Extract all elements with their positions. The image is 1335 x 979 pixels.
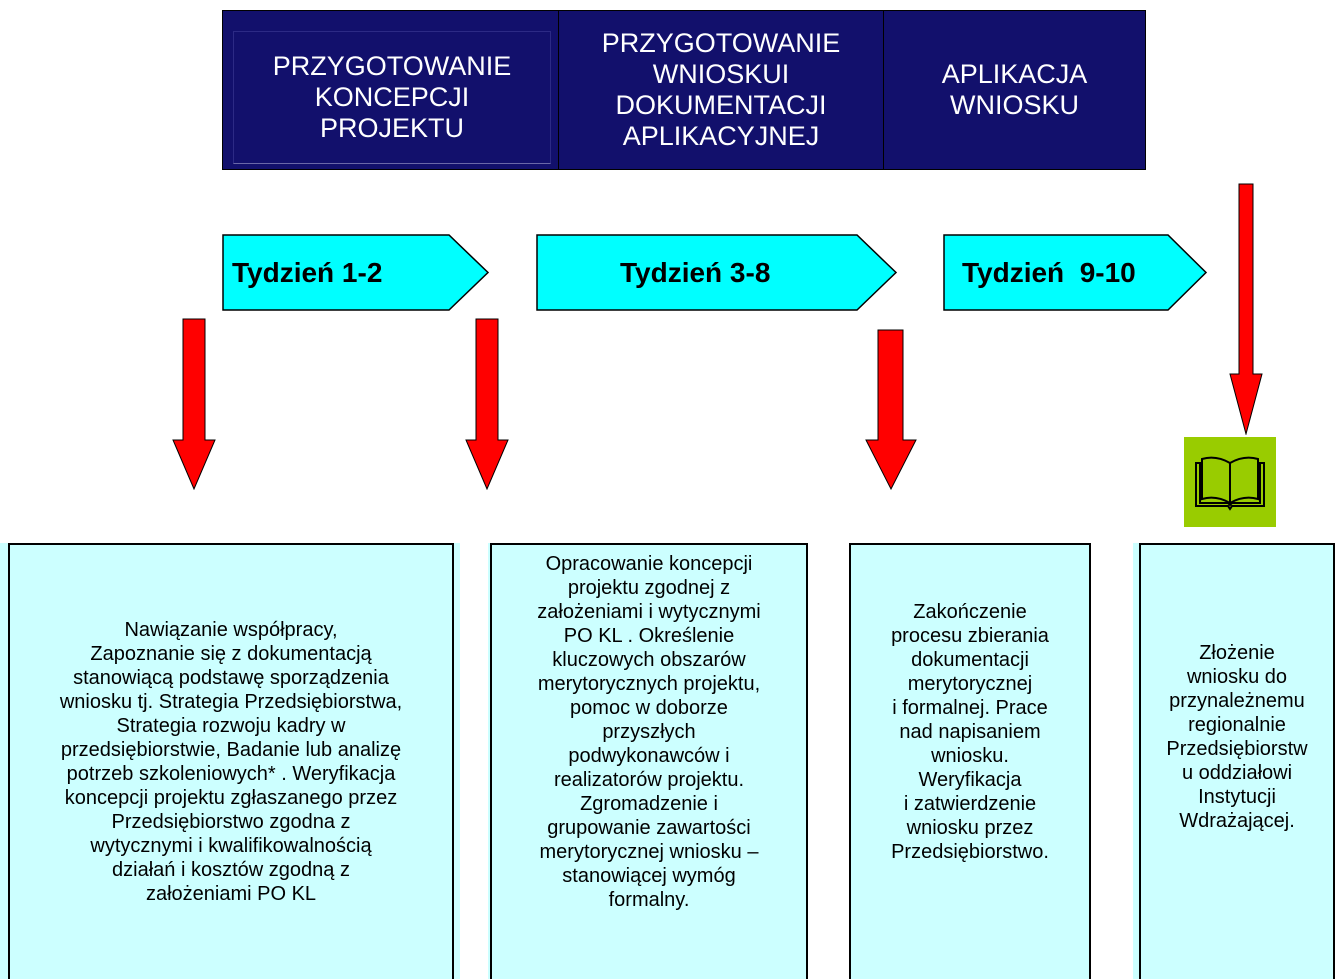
step-1-box: Nawiązanie współpracy, Zapoznanie się z …: [0, 543, 460, 979]
open-book-icon: [1195, 456, 1265, 511]
down-arrow-1-icon: [172, 318, 216, 490]
book-tile: [1184, 437, 1276, 527]
step-4-frame: Złożenie wniosku do przynależnemu region…: [1139, 543, 1335, 979]
week-3-8-shape: [536, 234, 898, 311]
down-arrow-3-icon: [865, 329, 917, 490]
phase-submission-label: APLIKACJA WNIOSKU: [941, 59, 1088, 120]
week-9-10-label: Tydzień 9-10: [962, 256, 1136, 288]
phase-application-docs: PRZYGOTOWANIE WNIOSKUI DOKUMENTACJI APLI…: [558, 11, 883, 169]
phase-concept-frame: PRZYGOTOWANIE KONCEPCJI PROJEKTU: [233, 31, 551, 164]
week-1-2-label: Tydzień 1-2: [232, 256, 383, 288]
step-4-box: Złożenie wniosku do przynależnemu region…: [1133, 543, 1335, 979]
phase-concept: PRZYGOTOWANIE KONCEPCJI PROJEKTU: [223, 11, 558, 169]
step-1-text: Nawiązanie współpracy, Zapoznanie się z …: [59, 619, 403, 905]
step-2-text: Opracowanie koncepcji projektu zgodnej z…: [537, 553, 761, 911]
week-1-2-shape: [222, 234, 490, 311]
step-3-frame: Zakończenie procesu zbierania dokumentac…: [849, 543, 1091, 979]
week-1-2-arrow: Tydzień 1-2: [222, 234, 490, 311]
step-2-box: Opracowanie koncepcji projektu zgodnej z…: [488, 543, 808, 979]
step-4-text: Złożenie wniosku do przynależnemu region…: [1166, 642, 1308, 832]
week-9-10-arrow: Tydzień 9-10: [943, 234, 1208, 311]
phase-header: PRZYGOTOWANIE KONCEPCJI PROJEKTU PRZYGOT…: [222, 10, 1146, 170]
step-3-text: Zakończenie procesu zbierania dokumentac…: [891, 601, 1049, 863]
phase-concept-label: PRZYGOTOWANIE KONCEPCJI PROJEKTU: [272, 51, 512, 143]
week-9-10-shape: [943, 234, 1208, 311]
down-arrow-2-icon: [465, 318, 509, 490]
phase-submission: APLIKACJA WNIOSKU: [883, 11, 1145, 169]
step-3-box: Zakończenie procesu zbierania dokumentac…: [849, 543, 1091, 979]
step-2-frame: Opracowanie koncepcji projektu zgodnej z…: [490, 543, 808, 979]
week-3-8-arrow: Tydzień 3-8: [536, 234, 898, 311]
down-arrow-4-icon: [1229, 183, 1263, 435]
step-1-frame: Nawiązanie współpracy, Zapoznanie się z …: [8, 543, 454, 979]
phase-application-docs-label: PRZYGOTOWANIE WNIOSKUI DOKUMENTACJI APLI…: [601, 28, 841, 151]
week-3-8-label: Tydzień 3-8: [620, 256, 771, 288]
